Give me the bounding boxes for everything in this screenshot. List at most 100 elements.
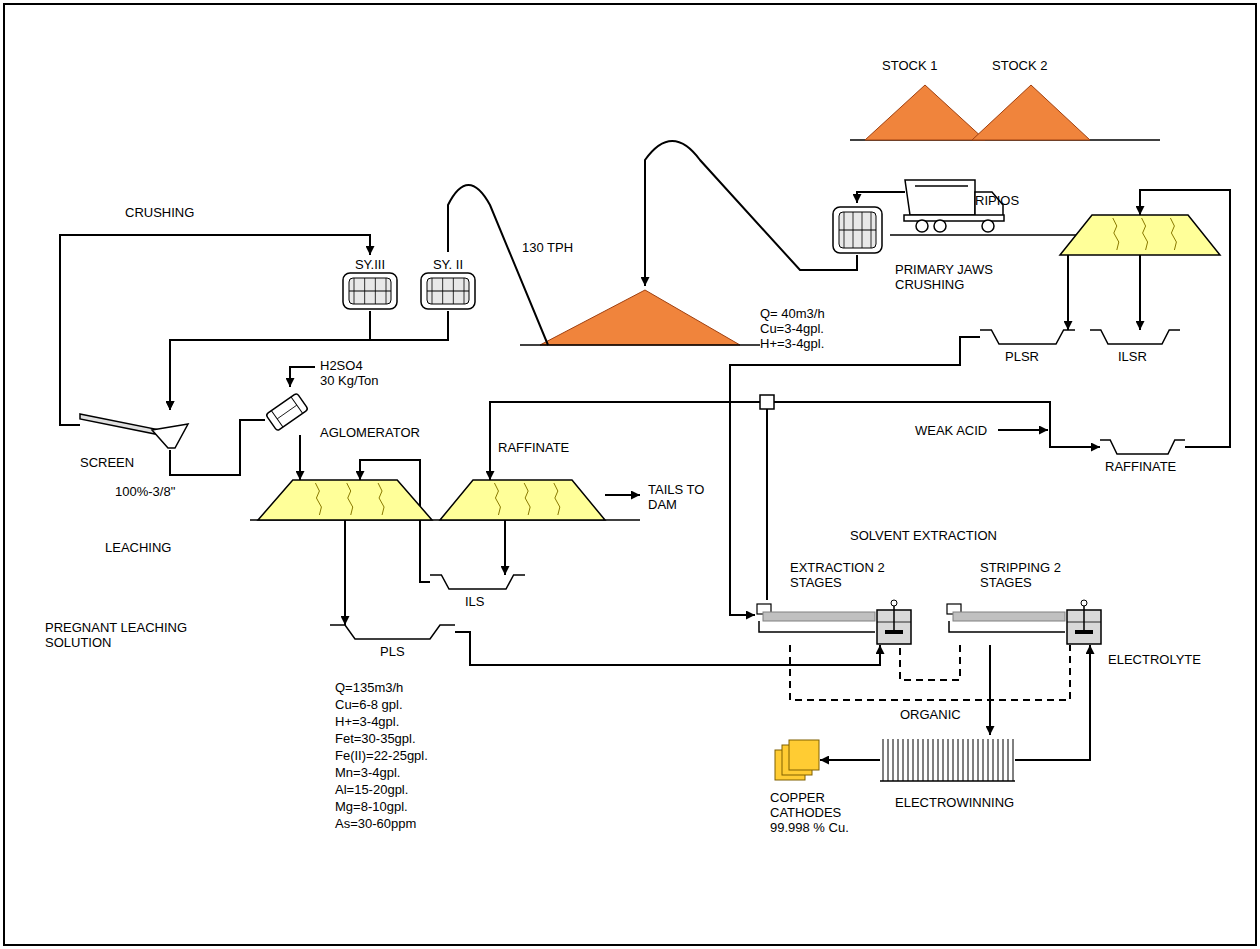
equipment-caption: LEACHING [105, 540, 171, 555]
acid-feed-arrow [290, 367, 315, 387]
ripios-heap: RIPIOS [1060, 215, 1220, 255]
electrowinning-cell: ELECTROWINNING [880, 735, 1015, 785]
solution-pond [980, 330, 1075, 344]
flow-line [504, 520, 506, 575]
annotation-text: 130 TPH [522, 240, 573, 255]
equipment-caption: COPPER CATHODES 99.998 % Cu. [770, 790, 865, 835]
cone-crusher: SY.III [340, 255, 400, 311]
flow-line [820, 759, 880, 761]
flow-line [360, 460, 430, 582]
junction-box [760, 395, 774, 409]
flow-line [1139, 255, 1141, 330]
conveyor-line [645, 141, 857, 286]
agglomerator-drum: AGLOMERATOR [265, 390, 310, 435]
equipment-caption: STOCK 2 [992, 58, 1047, 73]
jaw-crusher [830, 205, 885, 255]
solution-pond: ILSR [1090, 330, 1180, 344]
annotation-text: 100%-3/8" [115, 484, 175, 499]
vibrating-screen [80, 410, 190, 450]
solution-pond: PREGNANT LEACHING SOLUTIONPLS [330, 625, 455, 639]
organic-flow-line [900, 645, 960, 680]
cone-crusher: SY. II [418, 255, 478, 311]
intermediate-stockpile [540, 290, 740, 345]
flow-line [767, 402, 1100, 600]
flow-line [170, 311, 370, 410]
annotation-text: Cu=6-8 gpl. [335, 697, 403, 712]
annotation-text: Q=135m3/h [335, 680, 403, 695]
flow-line [989, 645, 991, 735]
flow-line [344, 520, 346, 625]
flow-line [60, 235, 370, 425]
annotation-text: H+=3-4gpl. [335, 714, 399, 729]
equipment-caption: STRIPPING 2 STAGES [980, 560, 1075, 590]
annotation-text: As=30-60ppm [335, 816, 416, 831]
equipment-caption: AGLOMERATOR [320, 425, 420, 440]
equipment-caption: PLSR [1005, 349, 1039, 364]
annotation-text: ORGANIC [900, 707, 961, 722]
vibrating-screen: SCREEN [80, 410, 190, 450]
stockpile: STOCK 1 [865, 85, 985, 140]
stockpile [972, 85, 1090, 140]
solution-pond: ILS [430, 575, 525, 589]
annotation-text: TAILS TO [648, 482, 704, 497]
equipment-caption: STOCK 1 [882, 58, 937, 73]
annotation-text: Mg=8-10gpl. [335, 799, 408, 814]
solution-pond [1090, 330, 1180, 344]
stockpile [865, 85, 985, 140]
extraction-settler [755, 600, 915, 645]
equipment-caption: EXTRACTION 2 STAGES [790, 560, 885, 590]
equipment-caption: RIPIOS [975, 193, 1019, 208]
copper-cathodes: COPPER CATHODES 99.998 % Cu. [775, 740, 820, 780]
frame-border [4, 4, 1256, 945]
ripios-heap [1060, 215, 1220, 255]
annotation-text: Cu=3-4gpl. [760, 321, 824, 336]
electrowinning-cell [880, 735, 1015, 785]
copper-cathodes [775, 740, 820, 780]
equipment-caption: PLS [380, 644, 405, 659]
equipment-caption: SCREEN [80, 455, 134, 470]
ground-line [520, 344, 760, 346]
annotation-text: SOLVENT EXTRACTION [850, 528, 997, 543]
equipment-label: SY. II [418, 257, 478, 272]
jaw-crusher: PRIMARY JAWS CRUSHING [830, 205, 885, 255]
solution-pond: RAFFINATE [1100, 440, 1185, 454]
equipment-caption: ILS [465, 594, 485, 609]
annotation-text: Fe(II)=22-25gpl. [335, 748, 428, 763]
leach-heap: RAFFINATE [440, 480, 605, 520]
annotation-text: WEAK ACID [915, 423, 987, 438]
equipment-caption: PRIMARY JAWS CRUSHING [895, 262, 1005, 292]
annotation-text: H+=3-4gpl. [760, 336, 824, 351]
equipment-caption: RAFFINATE [1105, 459, 1176, 474]
stockpile: STOCK 2 [972, 85, 1090, 140]
leach-heap [440, 480, 605, 520]
flow-line [1067, 255, 1069, 330]
equipment-caption: ELECTROWINNING [895, 795, 1014, 810]
organic-flow-line [790, 645, 1070, 700]
flow-line [1015, 645, 1090, 760]
solution-pond [330, 625, 455, 639]
flow-line [455, 632, 880, 665]
annotation-text: Q= 40m3/h [760, 306, 825, 321]
equipment-caption: RAFFINATE [498, 440, 569, 455]
annotation-text: CRUSHING [125, 205, 194, 220]
flow-line [299, 435, 301, 480]
annotation-text: 30 Kg/Ton [320, 373, 379, 388]
annotation-text: ELECTROLYTE [1108, 652, 1201, 667]
agglomerator-drum [265, 390, 310, 435]
extraction-settler: EXTRACTION 2 STAGES [755, 600, 915, 645]
dump-arrow [857, 192, 905, 203]
equipment-label: SY.III [340, 257, 400, 272]
solution-pond [430, 575, 525, 589]
stripping-settler: STRIPPING 2 STAGES [945, 600, 1105, 645]
leach-heap: LEACHING [258, 480, 432, 520]
equipment-caption: ILSR [1118, 349, 1147, 364]
weak-acid-arrow [998, 429, 1048, 431]
equipment-caption: PREGNANT LEACHING SOLUTION [45, 620, 195, 650]
solution-pond [1100, 440, 1185, 454]
annotation-text: Mn=3-4gpl. [335, 765, 400, 780]
annotation-text: H2SO4 [320, 358, 363, 373]
annotation-text: Fet=30-35gpl. [335, 731, 416, 746]
